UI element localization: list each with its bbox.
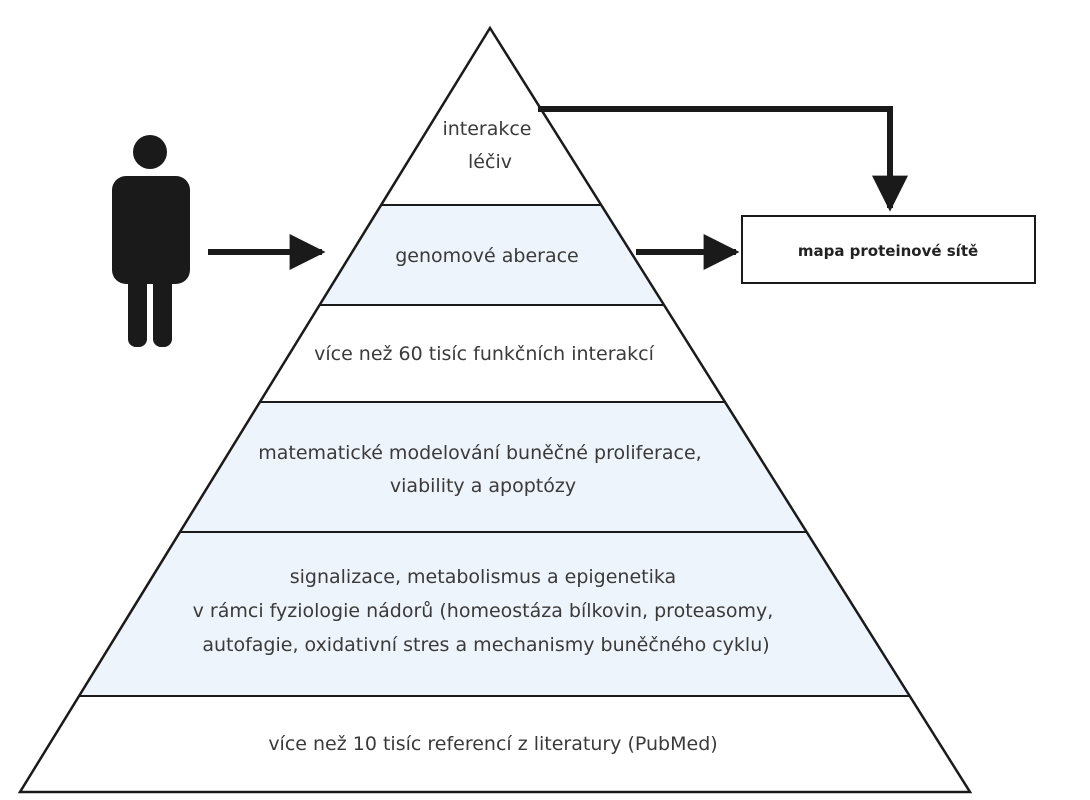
tier-band-mathematical-modeling	[179, 402, 807, 532]
tier-band-functional-interactions	[259, 305, 725, 402]
person-icon	[112, 135, 190, 347]
protein-network-map-label: mapa proteinové sítě	[798, 242, 978, 260]
tier-label-drug-interactions: interakce léčiv	[442, 118, 537, 173]
tier-label-mathematical-modeling: matematické modelování buněčné prolifera…	[258, 442, 707, 497]
tier-label-signaling-metabolism: signalizace, metabolismus a epigenetika …	[193, 566, 780, 656]
tier-label-literature-references: více než 10 tisíc referencí z literatury…	[268, 733, 717, 755]
tier-dividers	[79, 204, 910, 697]
protein-network-map-box: mapa proteinové sítě	[741, 215, 1036, 284]
tier-band-genomic-aberrations	[319, 205, 665, 305]
tier-band-literature-references	[20, 696, 970, 792]
arrow-drug-interactions-to-map	[538, 106, 908, 212]
tier-label-genomic-aberrations: genomové aberace	[395, 245, 579, 267]
tier-band-drug-interactions	[381, 28, 602, 205]
tier-label-functional-interactions: více než 60 tisíc funkčních interakcí	[314, 343, 654, 365]
pyramid-outline	[17, 25, 973, 794]
pyramid-tiers	[20, 28, 970, 792]
tier-band-signaling-metabolism	[79, 532, 910, 696]
